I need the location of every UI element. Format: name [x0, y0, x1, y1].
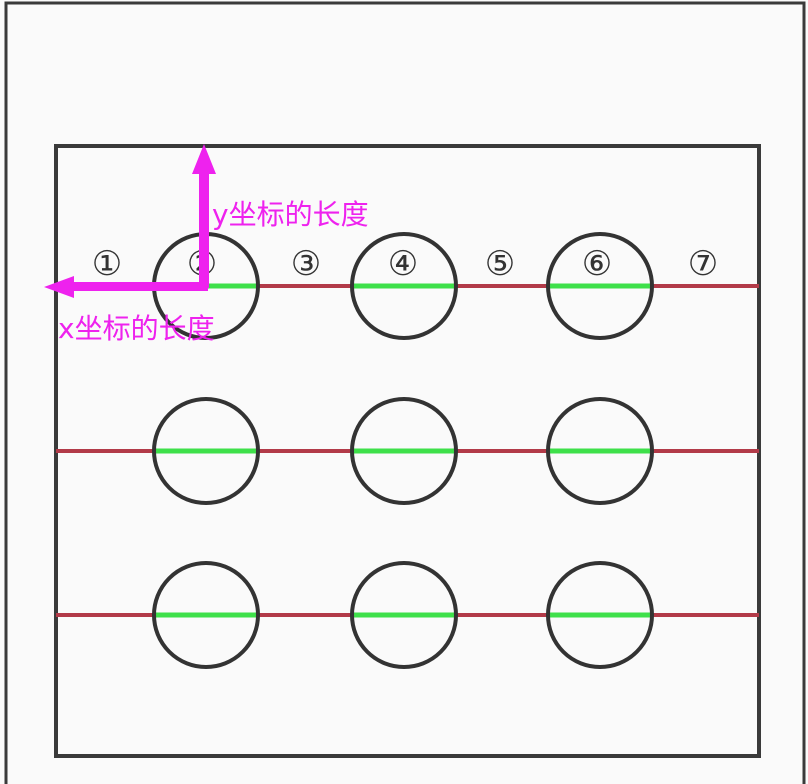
circle — [350, 232, 458, 340]
segment-label-5: ⑤ — [485, 244, 515, 284]
outer-frame — [4, 1, 806, 784]
circle — [350, 561, 458, 669]
segment-label-3: ③ — [291, 244, 321, 284]
segment-label-1: ① — [92, 244, 122, 284]
grid-cell — [152, 561, 260, 669]
annotation-arrows — [44, 144, 216, 298]
grid-cell — [546, 397, 654, 505]
segment-label-7: ⑦ — [688, 244, 718, 284]
y-arrow-head — [192, 144, 216, 174]
x-arrow-head — [44, 276, 74, 298]
circle-grid — [152, 232, 654, 669]
circle — [546, 561, 654, 669]
circle — [152, 561, 260, 669]
segment-labels: ① ② ③ ④ ⑤ ⑥ ⑦ — [92, 244, 718, 284]
grid-cell — [546, 561, 654, 669]
circle — [546, 232, 654, 340]
circle — [152, 397, 260, 505]
grid-cell — [546, 232, 654, 340]
grid-cell — [350, 561, 458, 669]
x-arrow-shaft — [72, 282, 208, 291]
x-axis-label: x坐标的长度 — [58, 312, 215, 345]
y-axis-label: y坐标的长度 — [212, 198, 369, 231]
grid-cell — [350, 232, 458, 340]
grid-cell — [152, 397, 260, 505]
segment-label-4: ④ — [388, 244, 418, 284]
segment-label-6: ⑥ — [582, 244, 612, 284]
grid-cell — [350, 397, 458, 505]
circle — [546, 397, 654, 505]
circle — [350, 397, 458, 505]
y-arrow-shaft — [199, 172, 209, 288]
